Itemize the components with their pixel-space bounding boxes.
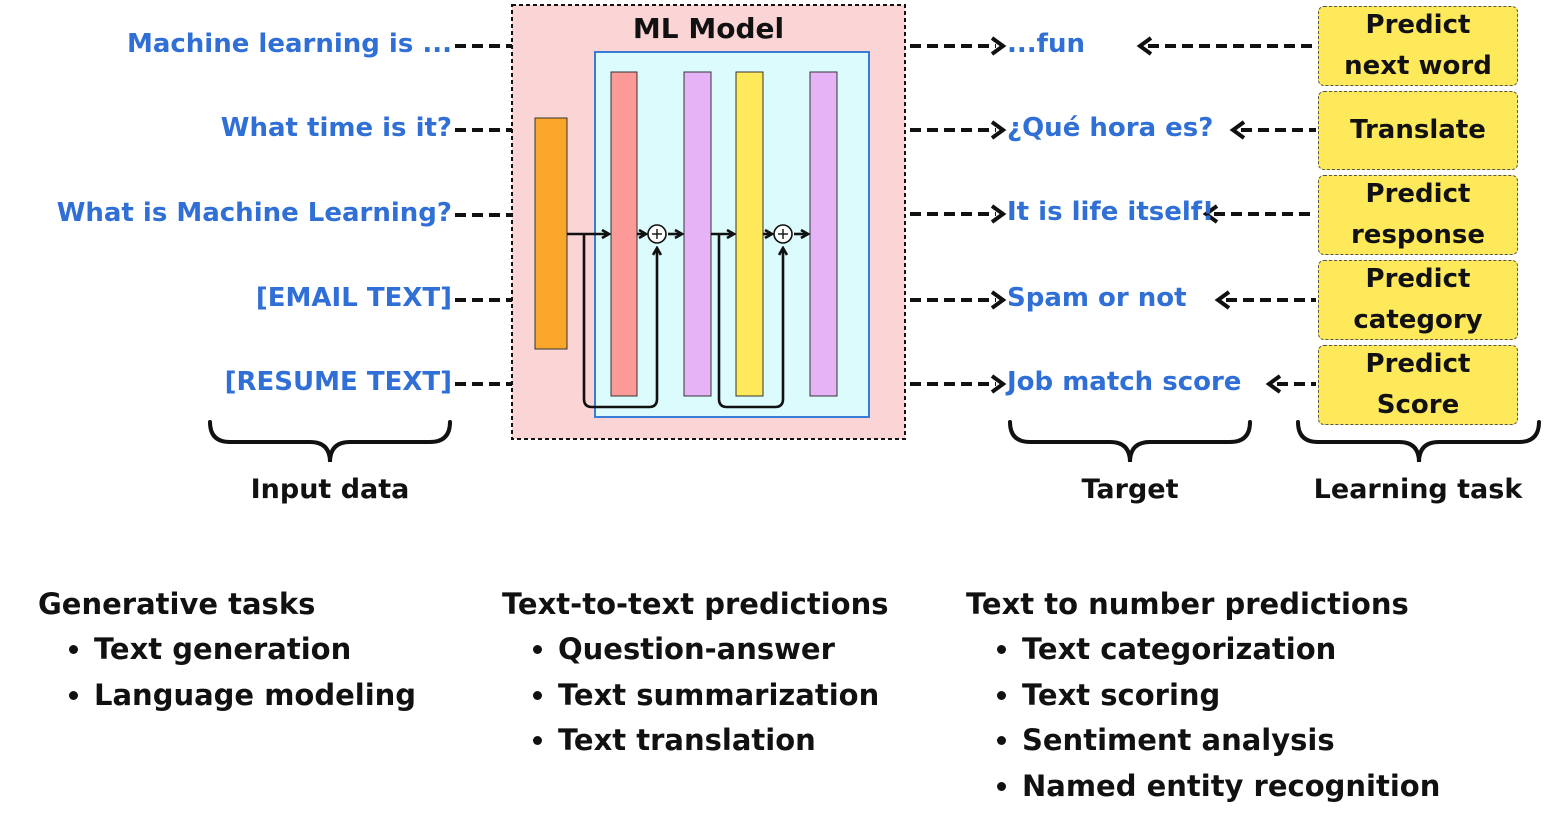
input-text-5: [RESUME TEXT] bbox=[224, 367, 452, 397]
category-title: Generative tasks bbox=[38, 587, 316, 621]
list-item: Text categorization bbox=[1022, 627, 1440, 673]
list-item: Language modeling bbox=[94, 673, 416, 719]
task-box-4: Predict category bbox=[1318, 260, 1518, 340]
task-box-5: Predict Score bbox=[1318, 345, 1518, 425]
task-box-1: Predict next word bbox=[1318, 6, 1518, 86]
model-title: ML Model bbox=[632, 12, 785, 45]
category-title: Text to number predictions bbox=[966, 587, 1409, 621]
layer-orange bbox=[534, 117, 568, 350]
output-arrow-2 bbox=[910, 120, 1007, 140]
task-arrow-2 bbox=[1229, 120, 1316, 140]
layer-purple-1 bbox=[683, 71, 712, 397]
task-label-5: Predict Score bbox=[1365, 349, 1471, 420]
output-arrows bbox=[910, 36, 1007, 394]
task-brace bbox=[1296, 420, 1541, 463]
input-text-4: [EMAIL TEXT] bbox=[255, 283, 452, 313]
input-data-label: Input data bbox=[250, 474, 410, 505]
list-item: Text summarization bbox=[558, 673, 888, 719]
task-box-3: Predict response bbox=[1318, 175, 1518, 255]
target-text-4: Spam or not bbox=[1007, 283, 1187, 313]
input-text-1: Machine learning is ... bbox=[126, 29, 452, 59]
task-label-3: Predict response bbox=[1350, 179, 1486, 250]
category-generative: Generative tasks Text generation Languag… bbox=[38, 587, 416, 718]
task-arrow-3 bbox=[1202, 204, 1316, 224]
task-arrow-4 bbox=[1214, 290, 1316, 310]
layer-purple-2 bbox=[809, 71, 838, 397]
task-arrow-1 bbox=[1136, 36, 1316, 56]
target-text-1: ...fun bbox=[1007, 29, 1085, 59]
task-label-2: Translate bbox=[1350, 115, 1486, 145]
category-list: Text generation Language modeling bbox=[38, 627, 416, 718]
input-text-3: What is Machine Learning? bbox=[56, 198, 452, 228]
category-text-to-text: Text-to-text predictions Question-answer… bbox=[502, 587, 888, 764]
learning-task-label: Learning task bbox=[1313, 474, 1523, 505]
task-box-2: Translate bbox=[1318, 91, 1518, 170]
target-text-2: ¿Qué hora es? bbox=[1007, 113, 1214, 143]
category-title: Text-to-text predictions bbox=[502, 587, 889, 621]
add-node-1 bbox=[647, 224, 667, 244]
category-list: Text categorization Text scoring Sentime… bbox=[966, 627, 1440, 809]
list-item: Text scoring bbox=[1022, 673, 1440, 719]
add-node-2 bbox=[773, 224, 793, 244]
target-text-3: It is life itself! bbox=[1007, 197, 1214, 227]
input-text-2: What time is it? bbox=[220, 113, 452, 143]
list-item: Text translation bbox=[558, 718, 888, 764]
braces bbox=[208, 420, 1541, 463]
output-arrow-5 bbox=[910, 374, 1007, 394]
task-arrows bbox=[1136, 36, 1316, 394]
target-text-5: Job match score bbox=[1007, 367, 1242, 397]
task-label-4: Predict category bbox=[1353, 264, 1483, 335]
category-text-to-number: Text to number predictions Text categori… bbox=[966, 587, 1440, 809]
list-item: Sentiment analysis bbox=[1022, 718, 1440, 764]
input-arrows bbox=[455, 44, 512, 386]
list-item: Named entity recognition bbox=[1022, 764, 1440, 810]
list-item: Text generation bbox=[94, 627, 416, 673]
target-brace bbox=[1008, 420, 1252, 463]
layer-red bbox=[610, 71, 638, 397]
input-brace bbox=[208, 420, 452, 463]
output-arrow-4 bbox=[910, 290, 1007, 310]
output-arrow-3 bbox=[910, 204, 1007, 224]
category-list: Question-answer Text summarization Text … bbox=[502, 627, 888, 764]
target-label: Target bbox=[1081, 474, 1179, 505]
task-arrow-5 bbox=[1265, 374, 1316, 394]
layer-yellow bbox=[735, 71, 764, 397]
model-connections bbox=[567, 234, 808, 409]
task-label-1: Predict next word bbox=[1344, 10, 1492, 81]
list-item: Question-answer bbox=[558, 627, 888, 673]
output-arrow-1 bbox=[910, 36, 1007, 56]
